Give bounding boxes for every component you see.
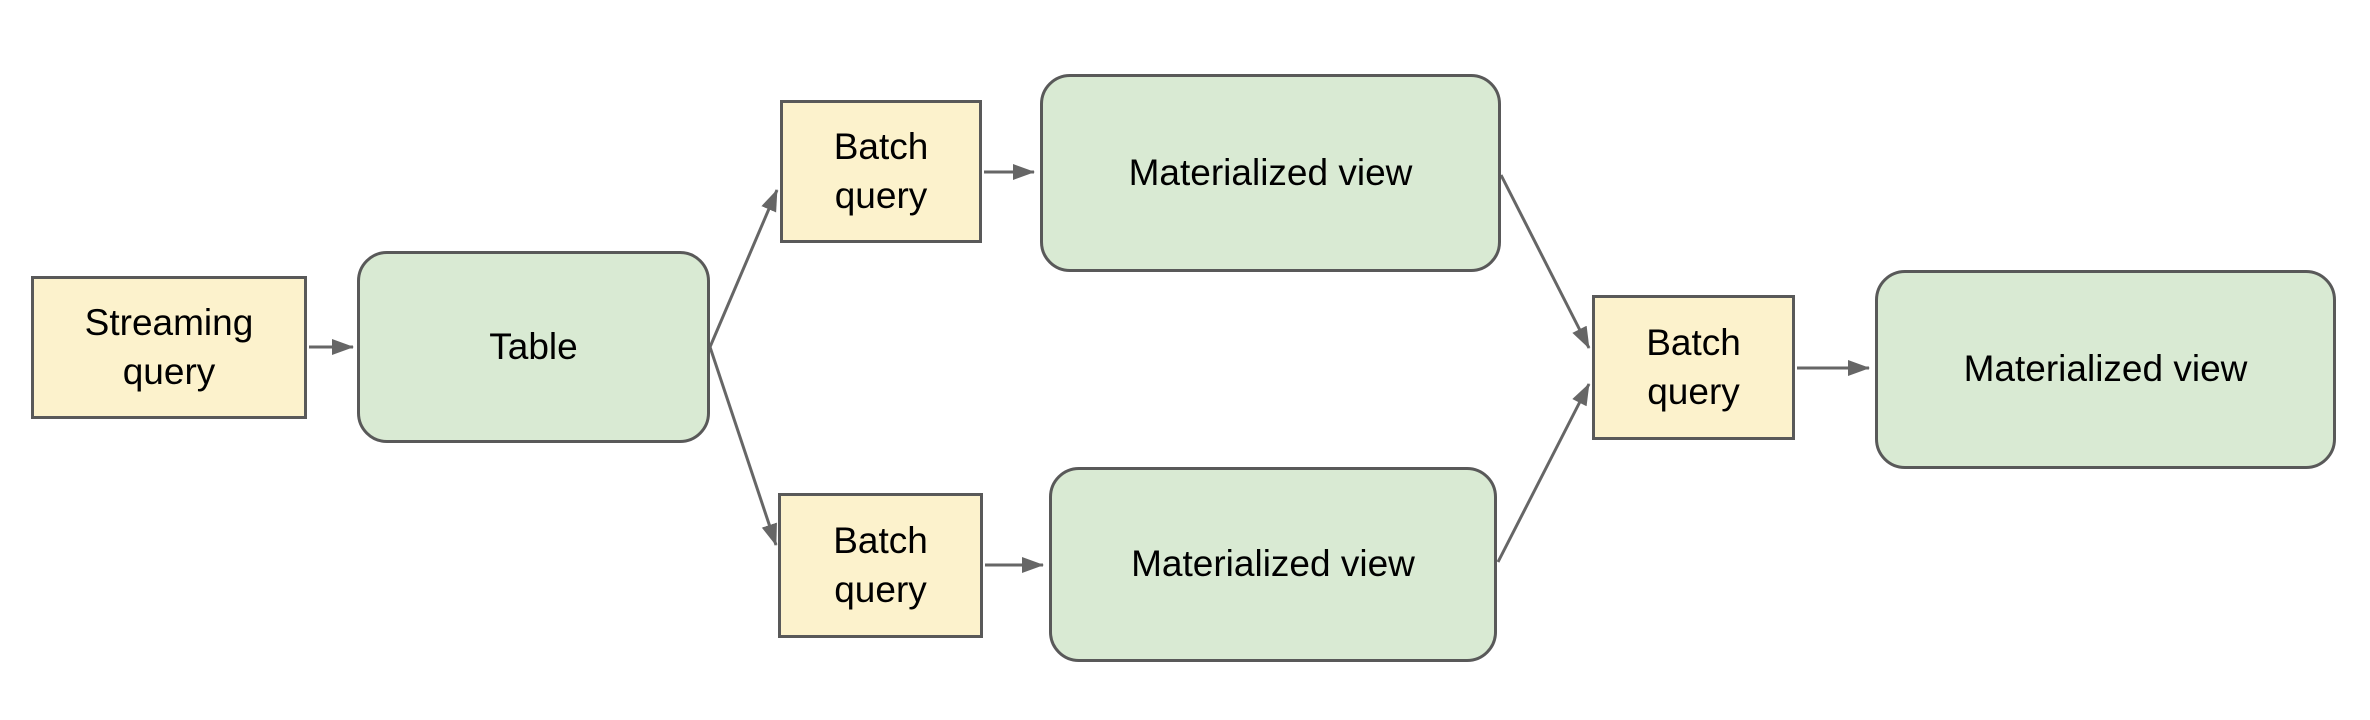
edge-table-to-batch-query-bottom: [708, 346, 778, 546]
node-materialized-view-top-label: Materialized view: [1128, 151, 1413, 193]
node-batch-query-bottom-label: Batch query: [833, 519, 928, 610]
node-table-label: Table: [489, 325, 578, 367]
node-batch-query-right: Batch query: [1592, 295, 1795, 440]
node-materialized-view-bottom-label: Materialized view: [1131, 543, 1415, 585]
node-table: Table: [357, 251, 710, 443]
node-streaming-query-label: Streaming query: [84, 301, 254, 392]
edge-mv-top-to-batch-query-right: [1499, 174, 1591, 349]
node-batch-query-top: Batch query: [780, 100, 982, 243]
node-batch-query-top-label: Batch query: [833, 125, 929, 216]
node-streaming-query: Streaming query: [31, 276, 307, 419]
node-materialized-view-right-label: Materialized view: [1963, 348, 2248, 390]
edge-mv-bottom-to-batch-query-right: [1496, 383, 1591, 563]
edge-table-to-batch-query-top: [708, 189, 779, 348]
node-batch-query-right-label: Batch query: [1646, 321, 1741, 412]
node-materialized-view-top: Materialized view: [1040, 74, 1501, 272]
node-batch-query-bottom: Batch query: [778, 493, 983, 638]
node-materialized-view-bottom: Materialized view: [1049, 467, 1497, 662]
node-materialized-view-right: Materialized view: [1875, 270, 2336, 469]
